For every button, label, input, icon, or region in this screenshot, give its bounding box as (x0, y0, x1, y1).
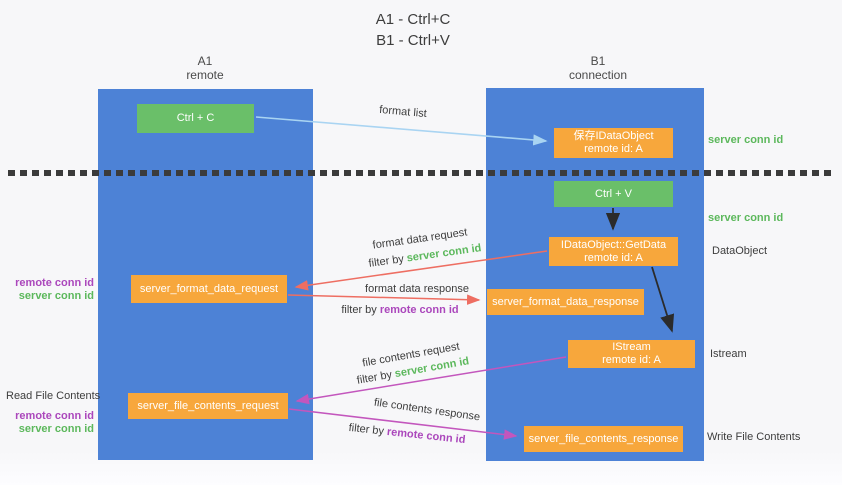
node-format-request: server_format_data_request (131, 275, 287, 303)
arrow-file-contents-response (288, 408, 518, 440)
arrow-format-data-request (294, 250, 548, 291)
lane-b1-subtitle: connection (568, 68, 628, 82)
right-server-conn-id-top: server conn id (708, 134, 784, 146)
right-istream: Istream (710, 348, 747, 360)
left-read-file-contents: Read File Contents (6, 390, 101, 402)
right-write-file-contents: Write File Contents (707, 431, 801, 443)
title-line-b1: B1 - Ctrl+V (376, 32, 450, 49)
left-server-conn-id-2: server conn id (18, 423, 94, 435)
label-remote-conn-id-1: remote conn id (379, 304, 459, 316)
node-file-response-label: server_file_contents_response (528, 432, 679, 445)
node-file-request-label: server_file_contents_request (137, 399, 279, 412)
label-filter-by-2: filter by (341, 304, 377, 316)
node-file-request: server_file_contents_request (128, 393, 288, 419)
node-ctrl-v: Ctrl + V (554, 181, 673, 207)
title-line-a1: A1 - Ctrl+C (375, 11, 451, 28)
lane-a1-name: A1 (197, 54, 213, 68)
arrow-getdata-to-istream (651, 266, 675, 333)
node-save-idataobject-line1: 保存IDataObject (573, 130, 654, 142)
left-server-conn-id-1: server conn id (18, 290, 94, 302)
node-ctrl-c-label: Ctrl + C (176, 112, 215, 124)
lane-header-a1: A1 remote (155, 54, 255, 82)
left-remote-conn-id-1: remote conn id (15, 277, 94, 289)
node-istream: IStream remote id: A (568, 340, 695, 368)
lane-a1-subtitle: remote (186, 68, 224, 82)
lane-header-b1: B1 connection (548, 54, 648, 82)
node-ctrl-c: Ctrl + C (137, 104, 254, 133)
lane-b1-name: B1 (590, 54, 606, 68)
node-file-response: server_file_contents_response (524, 426, 683, 452)
node-ctrl-v-label: Ctrl + V (595, 187, 632, 200)
node-format-response-label: server_format_data_response (492, 295, 639, 308)
node-istream-line2: remote id: A (602, 354, 661, 366)
node-save-idataobject-line2: remote id: A (584, 143, 643, 155)
dotted-separator (8, 170, 834, 176)
label-format-data-response: format data response (365, 283, 469, 295)
left-conn-id-pair-2: remote conn id server conn id (0, 410, 94, 436)
diagram-title: A1 - Ctrl+C B1 - Ctrl+V (0, 9, 826, 51)
left-conn-id-pair-1: remote conn id server conn id (0, 277, 94, 303)
node-istream-line1: IStream (612, 341, 651, 353)
arrow-format-list (255, 116, 548, 146)
node-format-response: server_format_data_response (487, 289, 644, 315)
left-remote-conn-id-2: remote conn id (15, 410, 94, 422)
right-dataobject: DataObject (712, 245, 768, 257)
node-getdata: IDataObject::GetData remote id: A (549, 237, 678, 266)
node-format-request-label: server_format_data_request (139, 282, 279, 295)
arrow-file-contents-request (295, 356, 567, 405)
arrow-format-data-response (287, 294, 481, 305)
node-getdata-line2: remote id: A (584, 251, 643, 264)
node-getdata-line1: IDataObject::GetData (560, 238, 667, 251)
node-save-idataobject: 保存IDataObject remote id: A (554, 128, 673, 158)
right-server-conn-id-mid: server conn id (708, 212, 784, 224)
